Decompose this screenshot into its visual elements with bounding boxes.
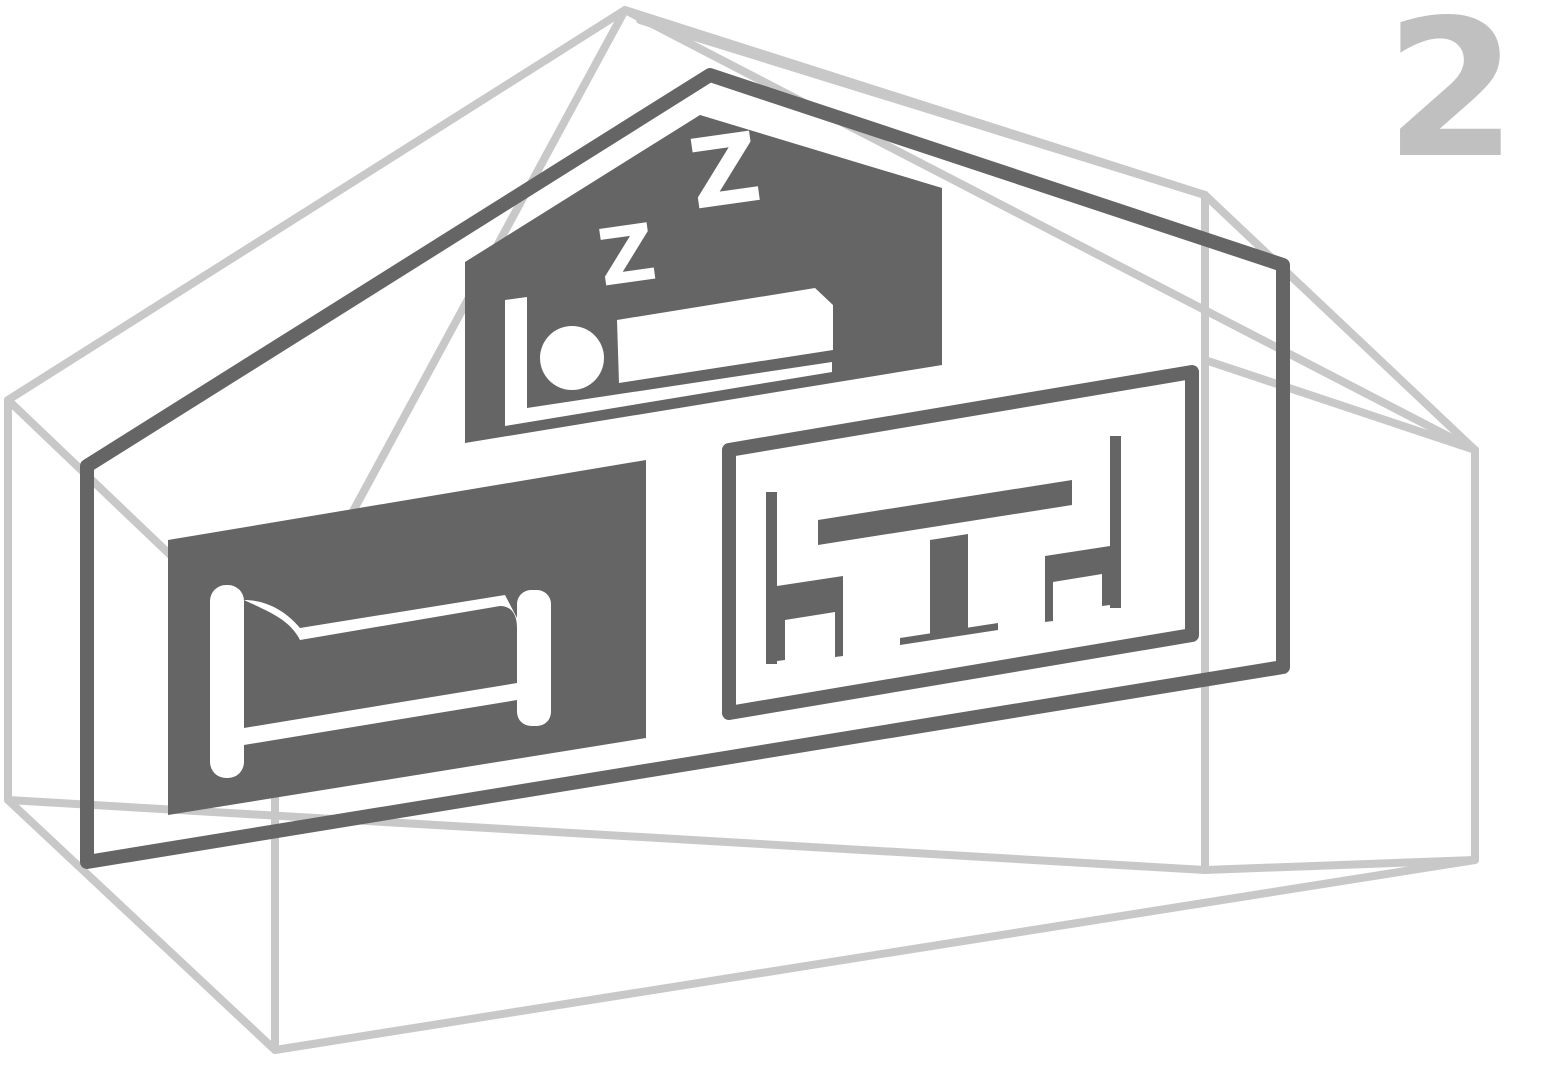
step-number: 2 bbox=[1385, 0, 1517, 200]
house-outline-icon bbox=[80, 68, 1290, 869]
bed-icon bbox=[168, 460, 646, 815]
sleep-letter: Z bbox=[593, 208, 662, 305]
sleeping-icon: Z Z bbox=[465, 111, 942, 443]
table-and-chairs-icon bbox=[722, 365, 1199, 720]
sleep-letter: Z bbox=[683, 111, 768, 232]
house-wireframe bbox=[4, 6, 1479, 1054]
